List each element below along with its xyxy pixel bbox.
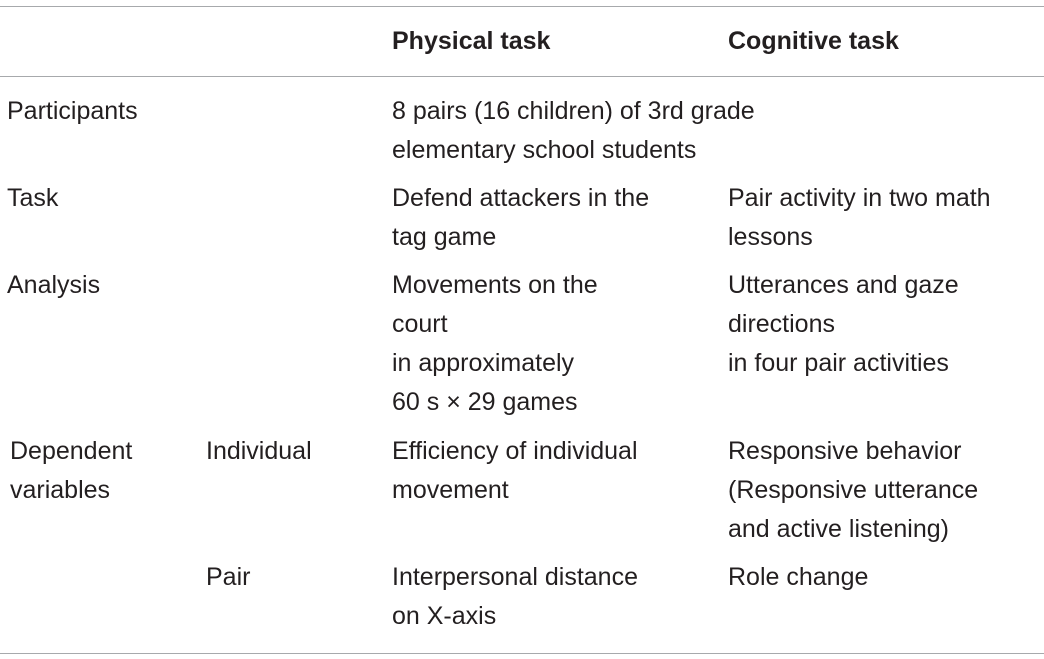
task-physical: Defend attackers in the tag game — [392, 184, 650, 251]
table-bottom-rule — [0, 653, 1044, 654]
pair-physical: Interpersonal distance on X-axis — [392, 563, 638, 630]
participants-value: 8 pairs (16 children) of 3rd grade eleme… — [392, 97, 755, 164]
sub-label-pair: Pair — [206, 563, 251, 591]
task-cognitive: Pair activity in two math lessons — [728, 184, 991, 251]
analysis-physical: Movements on the court in approximately … — [392, 271, 598, 416]
row-label-participants: Participants — [7, 97, 138, 125]
header-physical-task: Physical task — [392, 27, 551, 55]
sub-label-individual: Individual — [206, 437, 312, 465]
header-cognitive-task: Cognitive task — [728, 27, 899, 55]
table-top-rule — [0, 6, 1044, 7]
table-header-rule — [0, 76, 1044, 77]
row-label-task: Task — [7, 184, 59, 212]
individual-cognitive: Responsive behavior (Responsive utteranc… — [728, 437, 979, 543]
analysis-cognitive: Utterances and gaze directions in four p… — [728, 271, 959, 377]
row-label-dependent-variables: Dependent variables — [10, 437, 133, 504]
individual-physical: Efficiency of individual movement — [392, 437, 638, 504]
pair-cognitive: Role change — [728, 563, 869, 591]
row-label-analysis: Analysis — [7, 271, 101, 299]
